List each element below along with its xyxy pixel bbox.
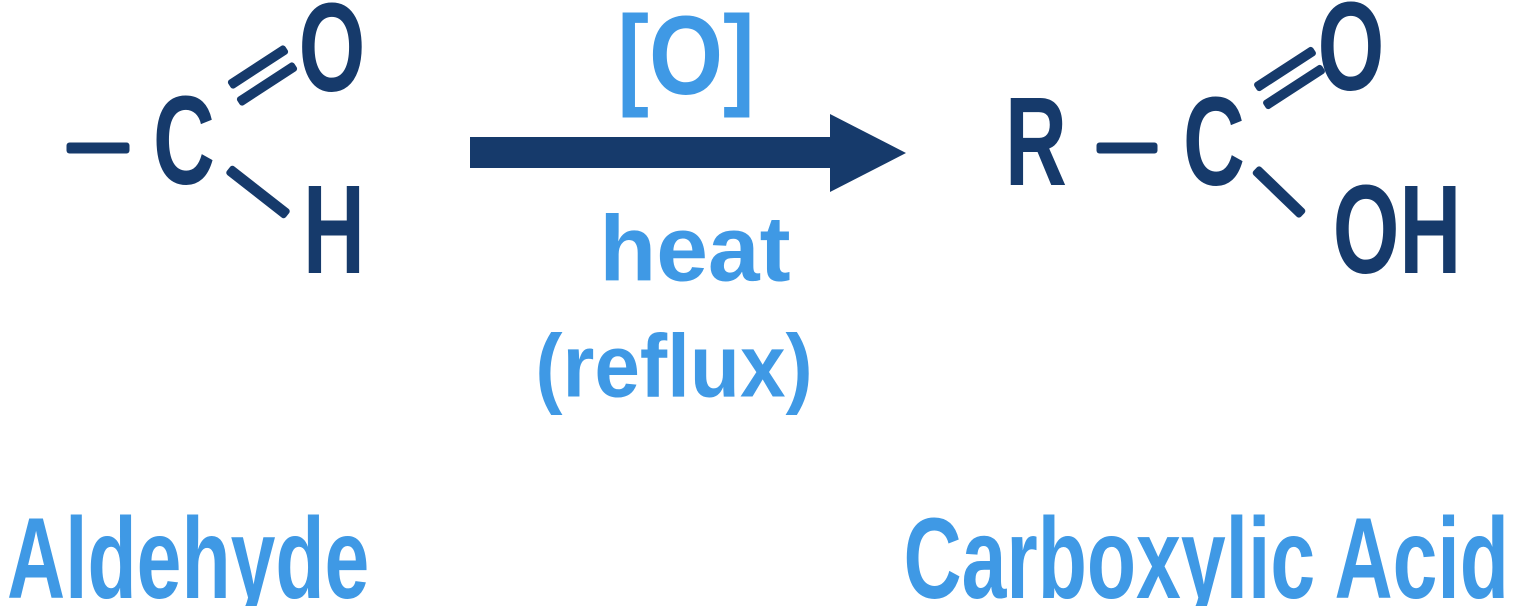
oxygen-atom: O bbox=[298, 0, 366, 118]
r-group-atom: R bbox=[1005, 71, 1067, 212]
hydrogen-atom: H bbox=[303, 159, 365, 300]
carbon-atom: C bbox=[1183, 71, 1245, 212]
heat-text: heat bbox=[599, 196, 791, 301]
reaction-arrow-icon bbox=[470, 137, 830, 168]
oxygen-atom: O bbox=[1317, 0, 1385, 117]
carbon-atom: C bbox=[153, 70, 215, 211]
single-bond-icon bbox=[225, 164, 291, 220]
single-bond-icon bbox=[1096, 142, 1158, 154]
hydroxyl-group: OH bbox=[1332, 159, 1462, 300]
reactant-label: Aldehyde bbox=[7, 495, 370, 606]
reflux-text: (reflux) bbox=[535, 315, 813, 416]
oxidant-text: [O] bbox=[617, 0, 755, 118]
single-bond-icon bbox=[66, 142, 130, 154]
arrow-head-icon bbox=[830, 114, 906, 192]
product-label: Carboxylic Acid bbox=[903, 495, 1509, 606]
single-bond-icon bbox=[1251, 165, 1307, 219]
